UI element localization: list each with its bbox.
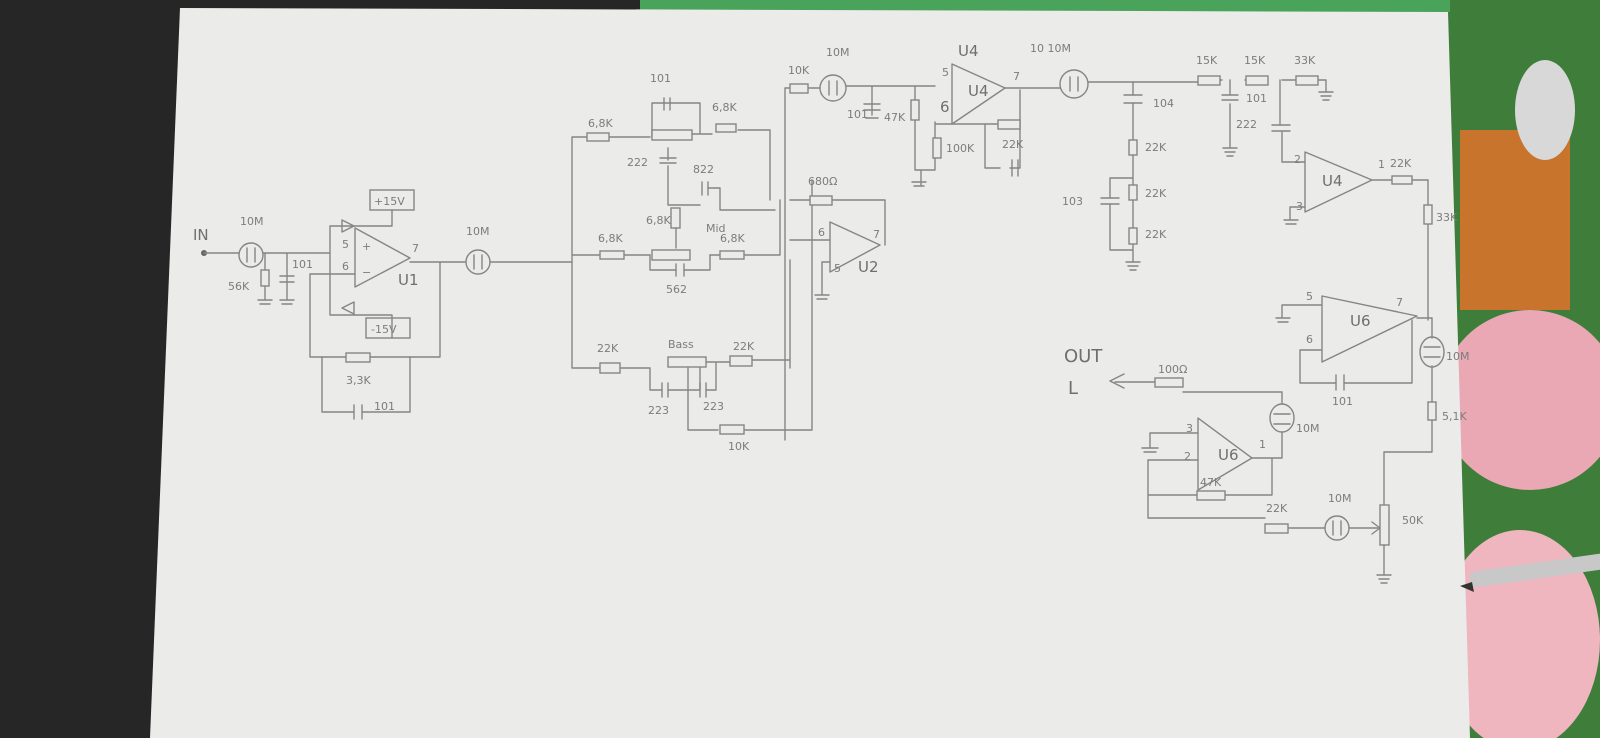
u6a-pin5: 5 bbox=[1306, 290, 1313, 303]
u4b-series-res-label: 33K bbox=[1436, 211, 1458, 224]
u4a-in-res-label: 10K bbox=[788, 64, 810, 77]
u1-vplus: +15V bbox=[374, 195, 405, 208]
u6a-pin7: 7 bbox=[1396, 296, 1403, 309]
u2-feedback-res-label: 680Ω bbox=[808, 175, 837, 188]
filter-r3-label: 22K bbox=[1145, 228, 1167, 241]
filter-cap-222-label: 222 bbox=[1236, 118, 1257, 131]
u4a-label-top: U4 bbox=[958, 42, 979, 60]
bass-pot bbox=[667, 356, 707, 368]
tone-stack: 6,8K 101 6,8K 222 822 6,8K Mid 6,8K 562 … bbox=[571, 72, 813, 453]
u6a-feedback-cap-label: 101 bbox=[1332, 395, 1353, 408]
u4b-pin1: 1 bbox=[1378, 158, 1385, 171]
mid-vert-res-label: 6,8K bbox=[646, 214, 671, 227]
filter-r1-label: 22K bbox=[1145, 141, 1167, 154]
cap-103-label: 103 bbox=[1062, 195, 1083, 208]
output-label: OUT bbox=[1064, 346, 1103, 367]
u6a-pin6: 6 bbox=[1306, 333, 1313, 346]
u6b-out-res-label: 100Ω bbox=[1158, 363, 1187, 376]
u4a-pin7: 7 bbox=[1013, 70, 1020, 83]
mid-right-res-label: 6,8K bbox=[720, 232, 745, 245]
bass-cap-left-label: 223 bbox=[648, 404, 669, 417]
mid-cap-label: 562 bbox=[666, 283, 687, 296]
mid-left-res-label: 6,8K bbox=[598, 232, 623, 245]
u6b-feedback-res-label: 47K bbox=[1200, 476, 1222, 489]
u1-out-cap-label: 10M bbox=[466, 225, 490, 238]
u1-feedback-res-label: 3,3K bbox=[346, 374, 371, 387]
u6a-label: U6 bbox=[1350, 312, 1371, 330]
filter-network: 104 22K 103 22K 22K 15K 15K 33K 101 222 bbox=[1062, 54, 1334, 271]
bass-right-res-label: 22K bbox=[733, 340, 755, 353]
cap-222-label: 222 bbox=[627, 156, 648, 169]
treble-pot bbox=[651, 129, 693, 141]
bass-res-label: 10K bbox=[728, 440, 750, 453]
u4b-pin2: 2 bbox=[1294, 153, 1301, 166]
filter-s1-label: 15K bbox=[1196, 54, 1218, 67]
input-shunt-cap-label: 101 bbox=[292, 258, 313, 271]
output-pot-label: 50K bbox=[1402, 514, 1424, 527]
u4a-pin5: 5 bbox=[942, 66, 949, 79]
u6b-pin3: 3 bbox=[1186, 422, 1193, 435]
input-cap-label: 10M bbox=[240, 215, 264, 228]
output-pot bbox=[1379, 504, 1390, 546]
u4a-in-cap-label: 10M bbox=[826, 46, 850, 59]
u4a-pin6: 6 bbox=[940, 98, 950, 116]
u4a-ground-res-label: 100K bbox=[946, 142, 975, 155]
stage-u2: 6 5 7 U2 680Ω bbox=[789, 175, 886, 300]
treble-left-res-label: 6,8K bbox=[588, 117, 613, 130]
u4a-shunt-cap-label: 101 bbox=[847, 108, 868, 121]
u1-pin5: 5 bbox=[342, 238, 349, 251]
u4b-pin3: 3 bbox=[1296, 200, 1303, 213]
stage-u6b: 3 2 1 U6 47K 10M 100Ω 22K 10M 50K OUT L bbox=[1064, 346, 1424, 584]
paper-sheet bbox=[150, 8, 1470, 738]
u4b-out-res-label: 22K bbox=[1390, 157, 1412, 170]
filter-r2-label: 22K bbox=[1145, 187, 1167, 200]
u4a-label-inner: U4 bbox=[968, 82, 989, 100]
u1-plus-sign: + bbox=[362, 240, 371, 253]
u1-vminus: -15V bbox=[371, 323, 397, 336]
filter-cap-101-label: 101 bbox=[1246, 92, 1267, 105]
treble-right-res-label: 6,8K bbox=[712, 101, 737, 114]
u1-minus-sign: − bbox=[362, 266, 371, 279]
filter-s2-label: 15K bbox=[1244, 54, 1266, 67]
bass-cap-right-label: 223 bbox=[703, 400, 724, 413]
u1-pin6: 6 bbox=[342, 260, 349, 273]
cap-104-label: 104 bbox=[1153, 97, 1174, 110]
u2-pin7: 7 bbox=[873, 228, 880, 241]
u4a-out-cap-label: 10 10M bbox=[1030, 42, 1071, 55]
stage-u6a: 5 6 7 U6 101 10M 5,1K bbox=[1275, 290, 1470, 506]
u6a-out-res-label: 5,1K bbox=[1442, 410, 1467, 423]
stage-u1: IN 10M 56K 101 5 6 7 U1 + − +15V -15V 3,… bbox=[193, 189, 573, 420]
u2-pin5: 5 bbox=[834, 262, 841, 275]
u6a-out-cap-label: 10M bbox=[1446, 350, 1470, 363]
input-label: IN bbox=[193, 226, 209, 244]
mid-pot-label: Mid bbox=[706, 222, 726, 235]
filter-s3-label: 33K bbox=[1294, 54, 1316, 67]
mid-pot bbox=[651, 249, 691, 261]
output-channel-label: L bbox=[1068, 378, 1078, 399]
bass-left-res-label: 22K bbox=[597, 342, 619, 355]
u6b-in-res-label: 22K bbox=[1266, 502, 1288, 515]
u4a-shunt-res-label: 47K bbox=[884, 111, 906, 124]
u1-feedback-cap-label: 101 bbox=[374, 400, 395, 413]
u4b-label: U4 bbox=[1322, 172, 1343, 190]
stage-u4a: 10K 10M 101 47K 5 6 7 U4 U4 100K 22K 10 … bbox=[784, 42, 1201, 441]
u1-label: U1 bbox=[398, 271, 419, 289]
u2-pin6: 6 bbox=[818, 226, 825, 239]
u6b-in-cap-label: 10M bbox=[1328, 492, 1352, 505]
treble-cap-label: 101 bbox=[650, 72, 671, 85]
cap-822-label: 822 bbox=[693, 163, 714, 176]
u2-label: U2 bbox=[858, 258, 879, 276]
stage-u4b: 2 3 1 U4 22K 33K bbox=[1283, 151, 1458, 321]
u1-pin7: 7 bbox=[412, 242, 419, 255]
u4a-feedback-res-label: 22K bbox=[1002, 138, 1024, 151]
bass-pot-label: Bass bbox=[668, 338, 694, 351]
cartoon-mat-background bbox=[640, 0, 1600, 738]
u6b-label: U6 bbox=[1218, 446, 1239, 464]
u6b-pin1: 1 bbox=[1259, 438, 1266, 451]
u6b-pin2: 2 bbox=[1184, 450, 1191, 463]
pen bbox=[1460, 553, 1600, 592]
input-res-label: 56K bbox=[228, 280, 250, 293]
u6b-out-cap-label: 10M bbox=[1296, 422, 1320, 435]
